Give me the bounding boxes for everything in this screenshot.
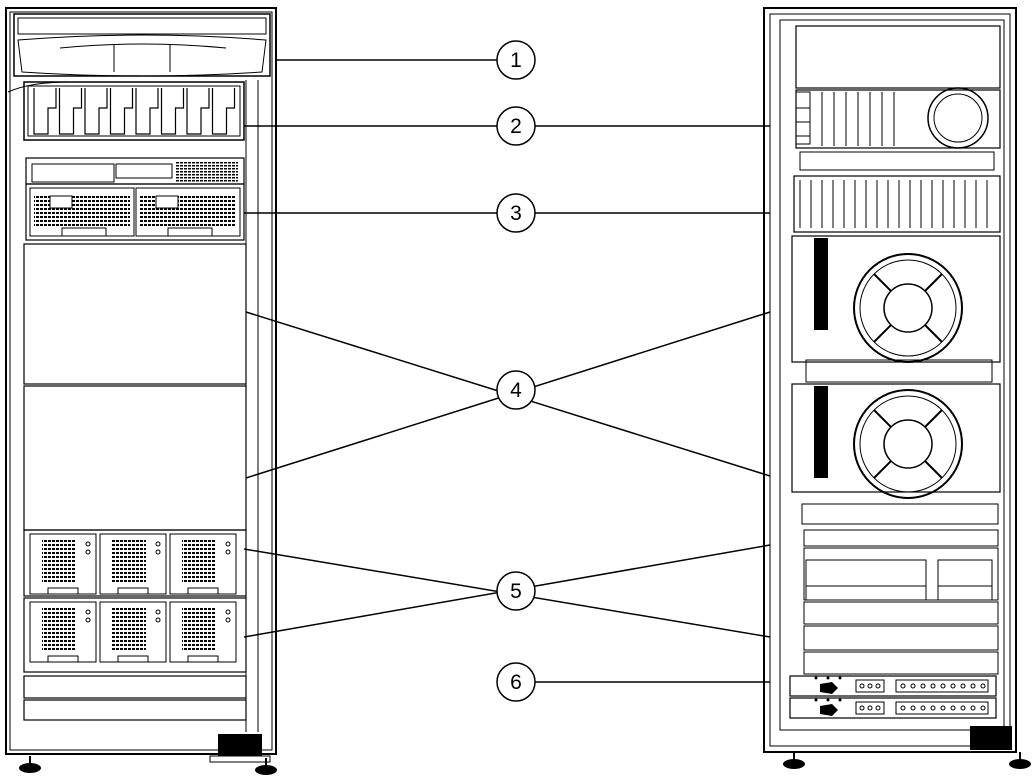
psu-module — [99, 533, 167, 595]
power-distribution-unit — [814, 676, 989, 694]
psu-module — [29, 533, 97, 595]
card-slot — [84, 88, 108, 135]
callout-3-circle — [496, 193, 536, 233]
callout-5-circle — [496, 571, 536, 611]
card-slot — [186, 88, 210, 135]
card-cage — [23, 81, 245, 141]
fan-module-lower — [791, 383, 1001, 525]
front-cabinet-frame — [5, 7, 277, 755]
callout-4-circle — [496, 370, 536, 410]
callout-6-circle — [496, 662, 536, 702]
fan-module-upper — [791, 235, 1001, 383]
card-slot — [58, 88, 83, 135]
ac-power-distribution — [789, 675, 997, 719]
top-cover — [7, 13, 271, 93]
rear-power-bays — [793, 175, 1001, 233]
callout-5-label: 5 — [510, 580, 522, 603]
rear-cabinet-frame — [763, 7, 1017, 753]
power-supply-bays — [25, 157, 245, 241]
callout-6: 6 — [496, 662, 536, 702]
callout-1-circle — [496, 40, 536, 80]
callout-1: 1 — [496, 40, 536, 80]
callout-3-label: 3 — [510, 202, 522, 225]
callout-2-label: 2 — [510, 115, 522, 138]
callout-6-label: 6 — [510, 671, 522, 694]
front-blank-panels — [23, 243, 247, 531]
callout-2-circle — [496, 106, 536, 146]
power-distribution-unit — [814, 698, 989, 716]
callout-5: 5 — [496, 571, 536, 611]
psu-module — [99, 601, 167, 663]
callout-3: 3 — [496, 193, 536, 233]
callout-4-label: 4 — [510, 379, 522, 402]
cabinet-front-view — [5, 7, 277, 775]
callout-1-label: 1 — [510, 49, 522, 72]
psu-module — [29, 601, 97, 663]
card-slot — [160, 88, 185, 135]
callout-4: 4 — [496, 370, 536, 410]
card-slot — [33, 88, 57, 135]
rear-card-cage — [795, 87, 1001, 171]
card-slot — [211, 88, 236, 135]
card-slot — [135, 88, 159, 135]
card-slot — [109, 88, 134, 135]
psu-module — [169, 533, 237, 595]
cabinet-fan-modules — [791, 235, 1001, 525]
power-supply-units — [23, 529, 247, 673]
cabinet-rear-view — [763, 7, 1031, 769]
psu-module — [169, 601, 237, 663]
rear-power-supply-area — [803, 529, 999, 675]
callout-2: 2 — [496, 106, 536, 146]
